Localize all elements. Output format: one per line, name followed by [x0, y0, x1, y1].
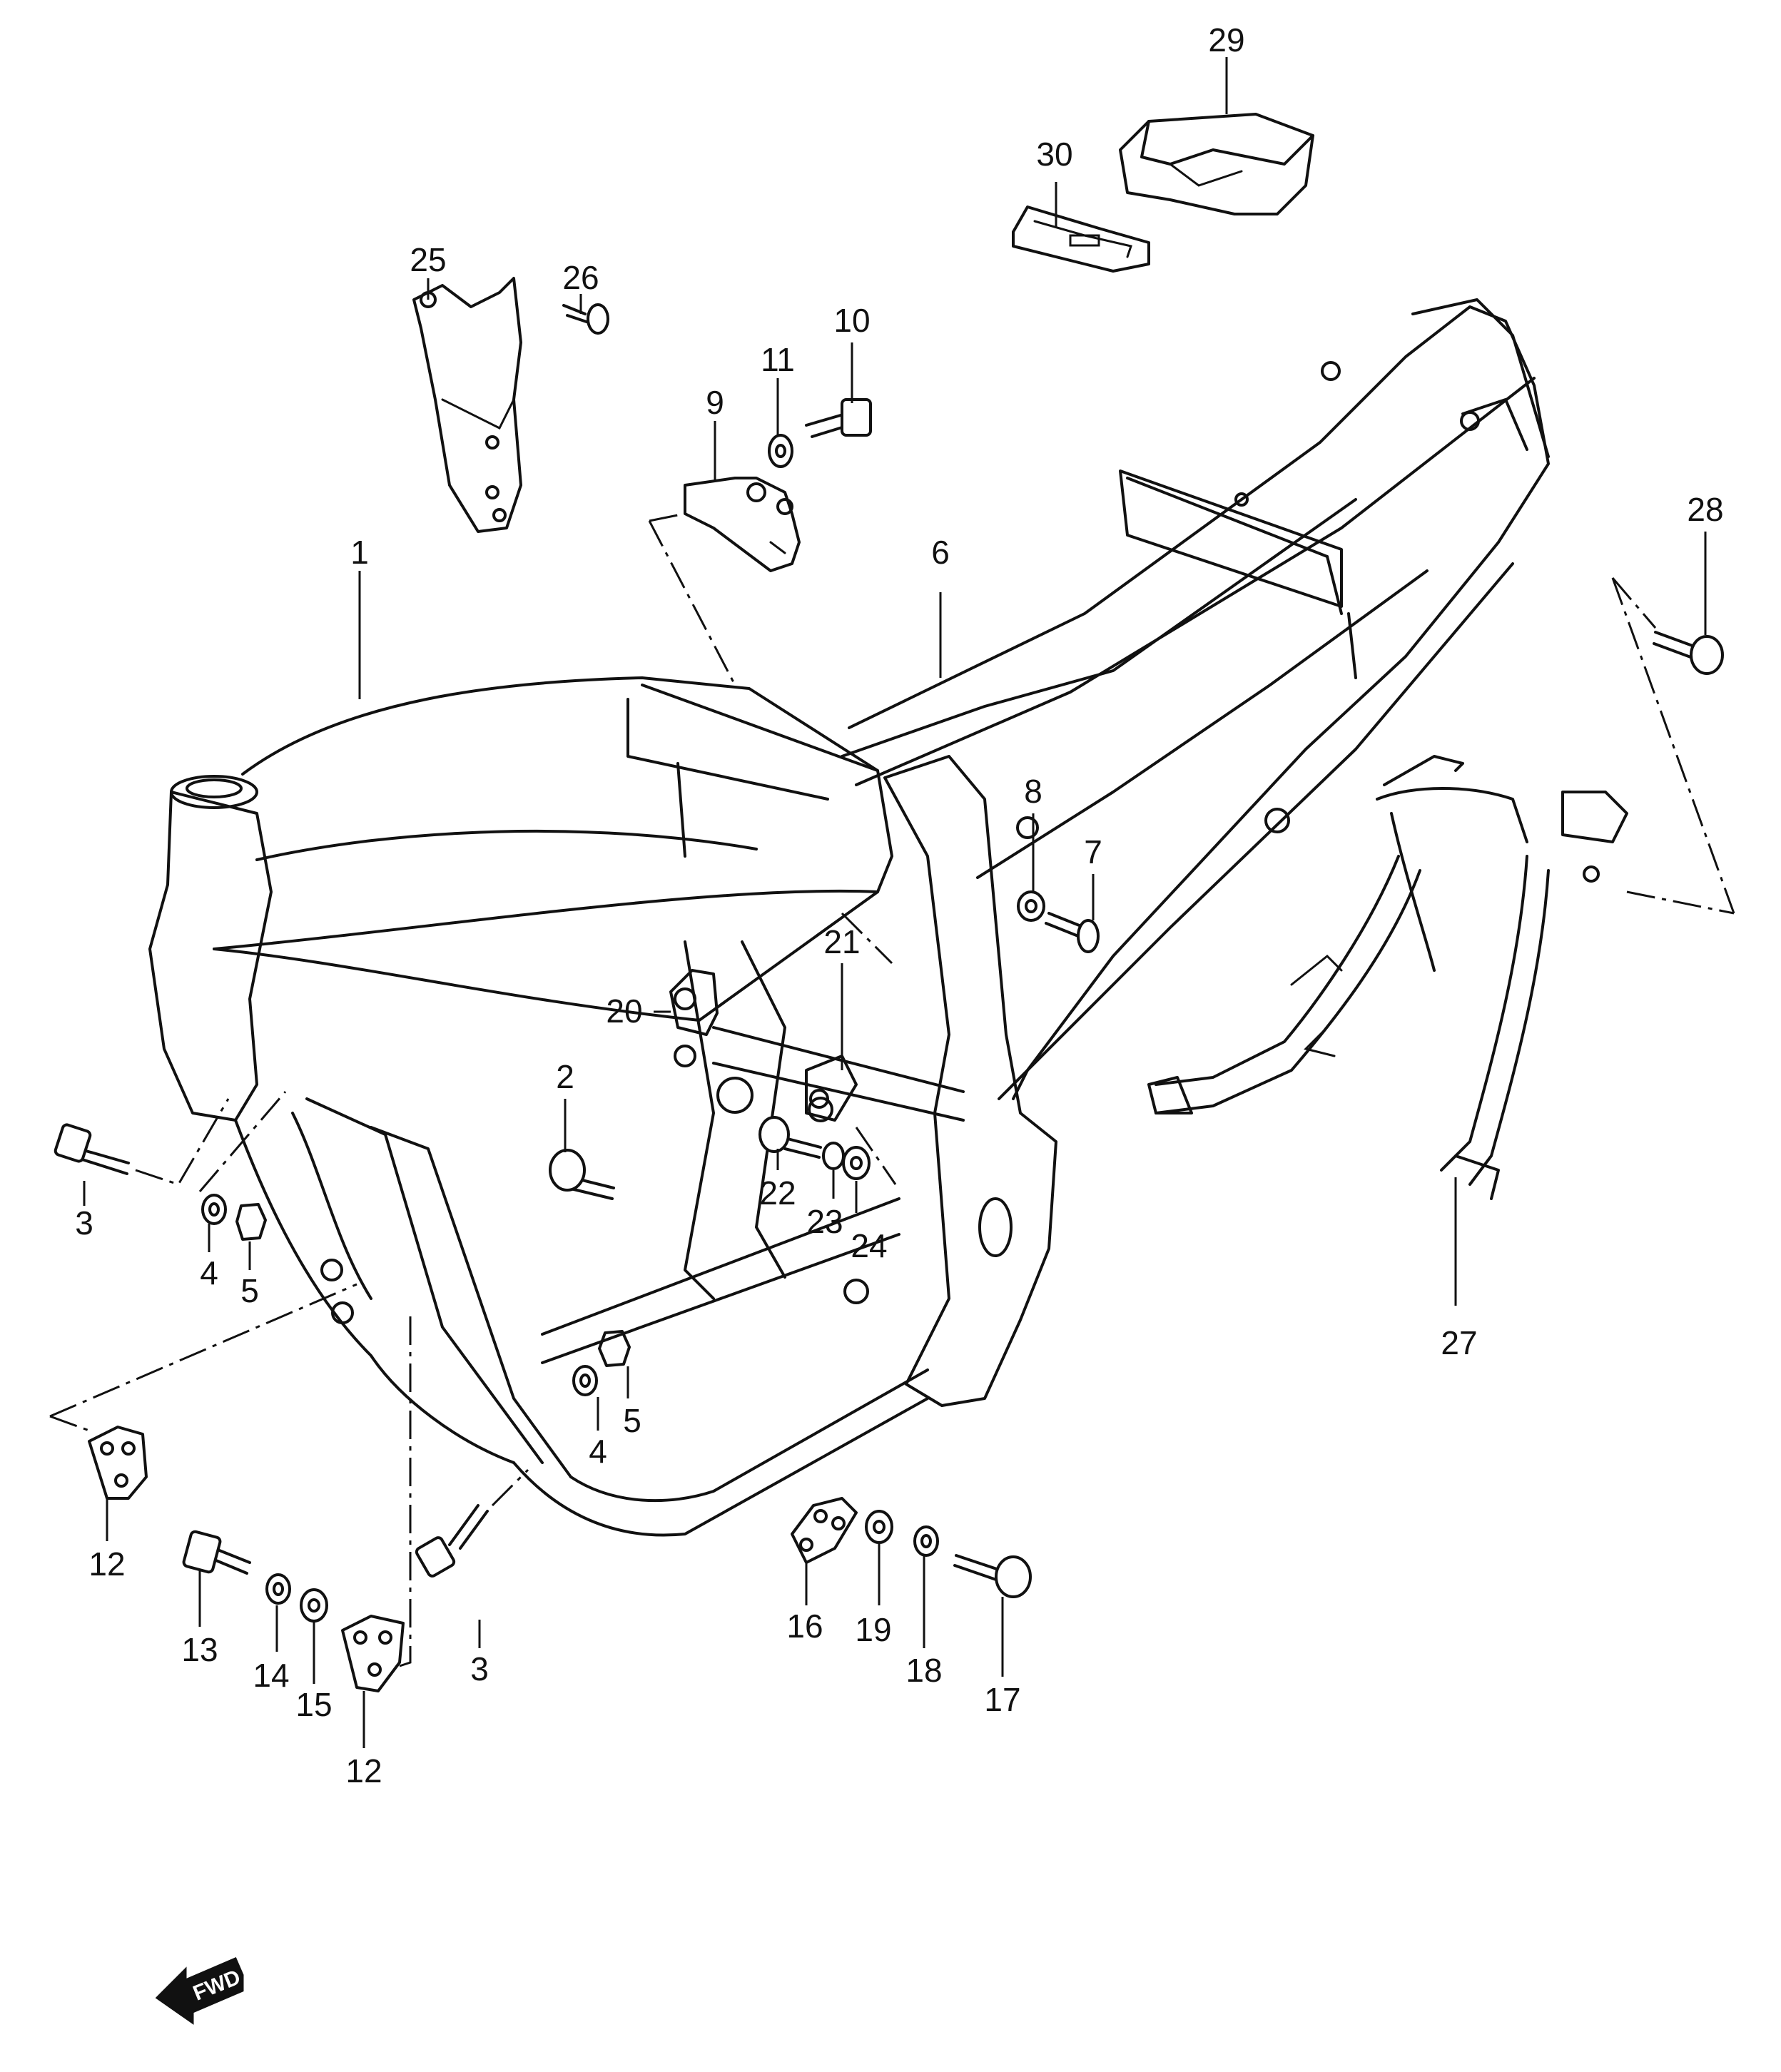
callout-5-upper: 5	[240, 1272, 259, 1309]
callout-20: 20	[606, 992, 642, 1030]
callout-14: 14	[253, 1657, 289, 1694]
callout-12-left: 12	[88, 1545, 125, 1583]
callout-17: 17	[984, 1681, 1020, 1718]
callout-18: 18	[905, 1652, 942, 1689]
callout-labels: 1 2 3 3 4 4 5 5 6 7 8 9 10 11 12 12 13 1…	[75, 21, 1723, 1789]
bolt-7	[1045, 912, 1100, 953]
mat-30	[1012, 205, 1150, 273]
washer-15	[300, 1588, 328, 1622]
callout-3-lower: 3	[470, 1650, 489, 1687]
bolt-13	[182, 1530, 251, 1575]
leader-lines	[83, 57, 1707, 1748]
bracket-20	[669, 969, 719, 1036]
callout-4-lower: 4	[589, 1433, 607, 1470]
washer-14	[265, 1573, 291, 1605]
callout-6: 6	[931, 534, 950, 571]
main-frame	[148, 676, 1057, 1537]
callout-19: 19	[855, 1611, 891, 1648]
callout-15: 15	[295, 1686, 332, 1723]
bolt-3-upper	[54, 1123, 130, 1175]
callout-11: 11	[761, 341, 795, 378]
bolt-28	[1653, 631, 1724, 675]
seat-rail	[841, 298, 1550, 1100]
bracket-25	[412, 277, 522, 533]
washer-4-lower	[572, 1365, 598, 1396]
bolt-10	[805, 398, 872, 438]
bolt-17	[953, 1554, 1032, 1598]
bolt-2	[549, 1149, 615, 1200]
callout-30: 30	[1036, 136, 1072, 173]
callout-8: 8	[1024, 773, 1042, 810]
bracket-9	[684, 477, 801, 572]
washer-23	[822, 1142, 845, 1170]
nut-5-lower	[598, 1330, 631, 1367]
bolt-22	[758, 1116, 822, 1159]
callout-29: 29	[1208, 21, 1244, 59]
callout-25: 25	[410, 241, 446, 278]
callout-1: 1	[350, 534, 369, 571]
nut-5-upper	[235, 1203, 267, 1241]
rear-guard-27	[1147, 755, 1628, 1200]
washer-19	[865, 1510, 893, 1544]
callout-3-upper: 3	[75, 1204, 93, 1241]
callout-12-bottom: 12	[345, 1752, 382, 1789]
washer-11	[768, 434, 793, 468]
callout-23: 23	[806, 1203, 843, 1240]
callout-9: 9	[706, 384, 724, 421]
fwd-arrow-badge: FWD	[155, 1957, 244, 2025]
callout-21: 21	[823, 923, 860, 960]
bolt-3-lower	[415, 1504, 489, 1578]
callout-7: 7	[1084, 833, 1102, 870]
bolt-26	[562, 303, 609, 335]
callout-5-lower: 5	[623, 1402, 641, 1439]
callout-26: 26	[562, 259, 599, 296]
callout-28: 28	[1687, 491, 1723, 528]
callout-4-upper: 4	[200, 1254, 218, 1291]
assembly-lines	[49, 512, 1735, 1667]
plate-12-left	[88, 1426, 148, 1500]
bracket-21	[805, 1055, 858, 1122]
callout-2: 2	[556, 1058, 574, 1095]
callout-27: 27	[1441, 1324, 1477, 1361]
callout-16: 16	[786, 1608, 823, 1645]
plate-16	[791, 1497, 858, 1564]
washer-4-upper	[201, 1194, 227, 1225]
cover-29	[1119, 113, 1314, 215]
callout-13: 13	[181, 1631, 218, 1668]
plate-12-bottom	[341, 1615, 405, 1692]
washer-18	[913, 1525, 939, 1557]
callout-24: 24	[851, 1227, 887, 1264]
callout-10: 10	[833, 302, 870, 339]
callout-22: 22	[759, 1174, 796, 1212]
washer-8	[1017, 890, 1045, 922]
washer-24	[842, 1146, 871, 1180]
